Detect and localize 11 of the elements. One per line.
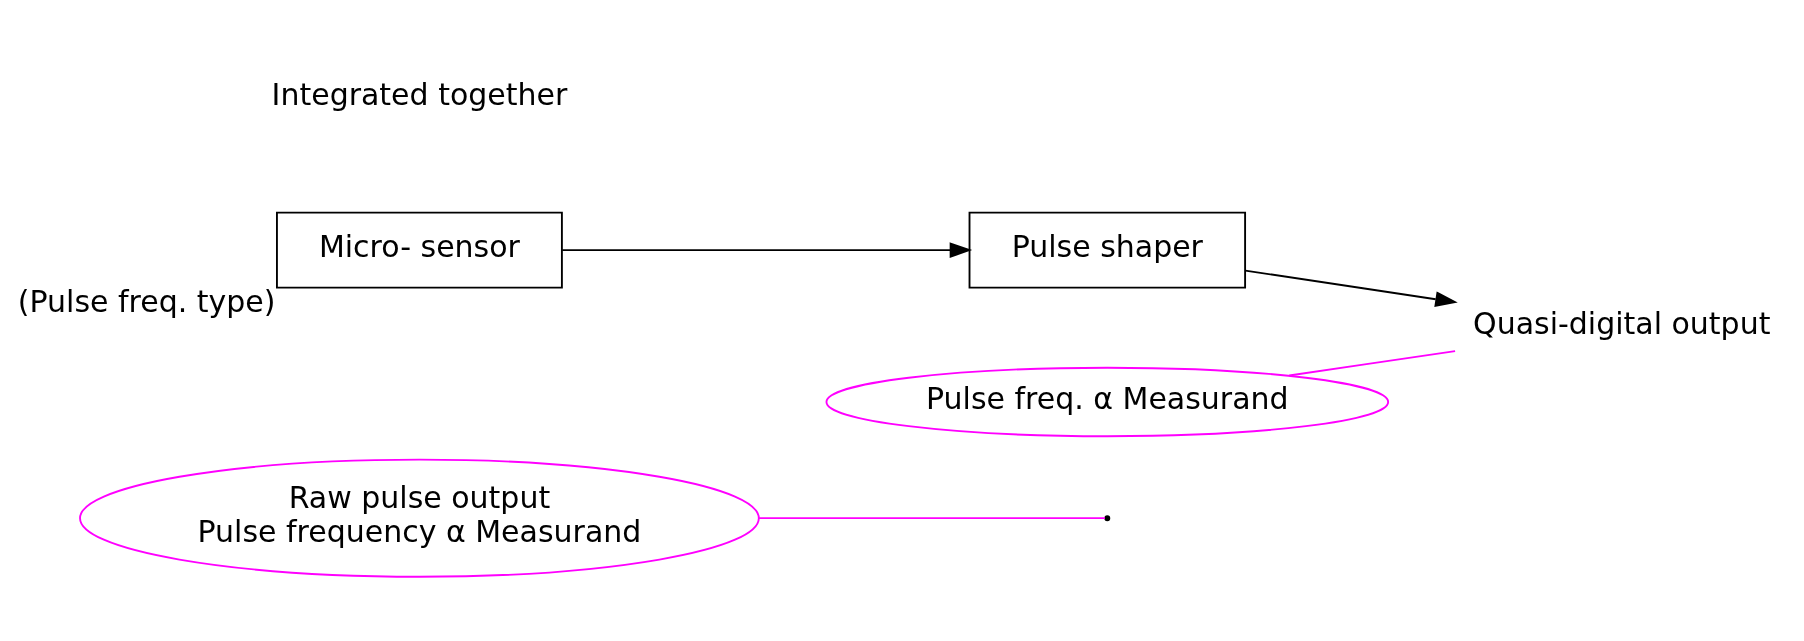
node-box: Micro- sensor <box>276 211 563 289</box>
node-label: (Pulse freq. type) <box>17 283 276 319</box>
connector <box>757 517 1106 520</box>
node-box: Pulse shaper <box>968 211 1247 289</box>
node-text: Quasi-digital output <box>1473 306 1771 342</box>
label: Integrated together <box>271 77 568 113</box>
node-ellipse: Raw pulse output Pulse frequency α Measurand <box>79 458 760 578</box>
node-ellipse: Pulse freq. α Measurand <box>825 366 1390 438</box>
connector <box>1288 350 1457 377</box>
arrow <box>1244 269 1458 307</box>
arrow <box>561 242 973 258</box>
